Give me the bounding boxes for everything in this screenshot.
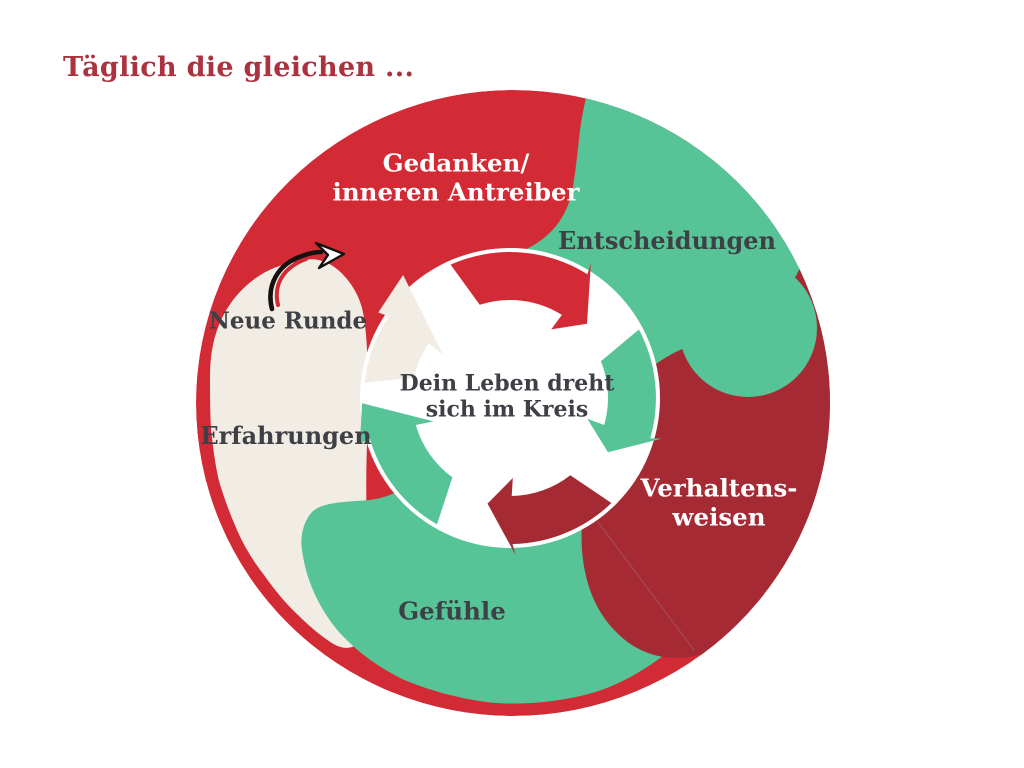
doodle-arrow-head <box>314 241 346 270</box>
doodle-black-stroke <box>268 249 324 312</box>
label-gedanken-line1: Gedanken/ <box>382 148 530 178</box>
label-verhaltensweisen-line1: Verhaltens- <box>640 473 798 503</box>
cycle-arrow-experience-to-thoughts <box>364 275 443 383</box>
label-center-line2: sich im Kreis <box>425 396 589 422</box>
label-verhaltensweisen-line2: weisen <box>672 502 766 531</box>
doodle-red-stroke <box>274 257 308 307</box>
cycle-arrow-thoughts-to-decisions <box>450 251 591 330</box>
cycle-arrow-feelings-to-experience <box>359 403 453 525</box>
label-neue-runde: Neue Runde <box>208 307 368 335</box>
cycle-arrow-behavior-to-feelings <box>487 475 612 555</box>
label-center: Dein Leben dreht sich im Kreis <box>400 371 615 422</box>
seam-line <box>597 521 695 651</box>
cycle-arrow-decisions-to-behavior <box>587 329 662 453</box>
label-gedanken-line2: inneren Antreiber <box>332 177 580 206</box>
cycle-arrows <box>359 251 662 555</box>
label-gefuehle: Gefühle <box>398 596 506 626</box>
label-erfahrungen: Erfahrungen <box>200 420 372 450</box>
label-verhaltensweisen: Verhaltens- weisen <box>641 474 798 531</box>
page-title: Täglich die gleichen ... <box>63 52 415 83</box>
green-bulge <box>679 259 817 397</box>
label-gedanken: Gedanken/ inneren Antreiber <box>333 149 580 206</box>
label-entscheidungen: Entscheidungen <box>558 225 776 255</box>
neue-runde-doodle-arrow <box>268 241 346 312</box>
label-center-line1: Dein Leben dreht <box>399 370 615 397</box>
